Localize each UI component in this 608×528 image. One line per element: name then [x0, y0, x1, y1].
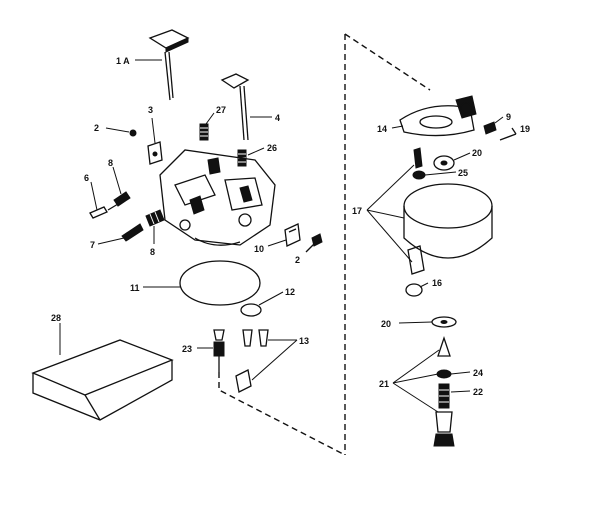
label-23: 23	[182, 344, 192, 354]
leader-5	[90, 181, 98, 211]
alignment-dash-lower	[218, 372, 346, 456]
leader-17b	[366, 209, 405, 219]
label-7: 7	[90, 240, 95, 250]
label-26: 26	[267, 143, 277, 153]
label-8-upper: 8	[108, 158, 113, 168]
leader-21a	[392, 349, 440, 384]
part-16-lower	[405, 283, 423, 297]
part-2-screw-right	[305, 233, 323, 253]
label-12: 12	[285, 287, 295, 297]
leader-25	[424, 171, 457, 176]
label-24: 24	[473, 368, 483, 378]
label-1a: 1 A	[116, 56, 130, 66]
part-16-clip-upper	[413, 147, 423, 169]
part-7-screw	[121, 223, 144, 242]
part-4-throttle-shaft	[220, 73, 250, 141]
label-9: 9	[506, 112, 511, 122]
label-14: 14	[377, 124, 387, 134]
label-8-lower: 8	[150, 247, 155, 257]
label-3: 3	[148, 105, 153, 115]
leader-17c	[366, 209, 413, 263]
leader-8a	[112, 166, 122, 195]
label-11: 11	[130, 283, 140, 293]
part-6-spring	[145, 209, 165, 227]
leader-3	[151, 117, 156, 144]
label-13: 13	[299, 336, 309, 346]
part-13-parts	[235, 329, 269, 393]
part-12-washer	[240, 303, 262, 317]
part-3-lever	[147, 141, 163, 165]
label-10: 10	[254, 244, 264, 254]
label-16: 16	[432, 278, 442, 288]
label-17: 17	[352, 206, 362, 216]
leader-22	[450, 390, 471, 393]
part-21-bowl-nut	[433, 335, 455, 447]
label-25: 25	[458, 168, 468, 178]
leader-20b	[398, 321, 433, 324]
leader-16	[419, 282, 429, 288]
leader-12	[258, 291, 284, 306]
label-27: 27	[216, 105, 226, 115]
label-28: 28	[51, 313, 61, 323]
label-2-left: 2	[94, 123, 99, 133]
part-10-bracket	[284, 223, 301, 247]
label-19: 19	[520, 124, 530, 134]
label-2-right: 2	[295, 255, 300, 265]
leader-7	[97, 237, 125, 245]
part-5-needle	[89, 206, 108, 219]
label-20-upper: 20	[472, 148, 482, 158]
part-20-washer-lower	[431, 316, 457, 328]
leader-13b	[251, 339, 298, 381]
leader-20a	[453, 152, 471, 161]
leader-26	[247, 147, 265, 156]
part-9-screw	[483, 121, 497, 135]
part-2-screw-left	[129, 129, 137, 137]
leader-24	[450, 371, 471, 375]
alignment-dash-diagonal	[344, 33, 431, 91]
part-23-jet	[213, 329, 225, 372]
leader-21b	[392, 373, 439, 384]
part-28-kit	[31, 339, 174, 421]
label-21: 21	[379, 379, 389, 389]
leader-2a	[105, 127, 130, 133]
label-4: 4	[275, 113, 280, 123]
part-25-seat	[412, 170, 426, 180]
label-6: 6	[84, 173, 89, 183]
label-22: 22	[473, 387, 483, 397]
part-17-float-bowl	[403, 183, 493, 275]
part-11-gasket	[179, 260, 261, 306]
carburetor-body	[159, 149, 276, 246]
part-14-float-top	[399, 95, 477, 137]
leader-17a	[366, 164, 415, 211]
leader-10	[267, 239, 287, 247]
leader-9	[494, 116, 504, 124]
part-1a-choke-shaft	[148, 29, 190, 101]
part-20-washer-upper	[433, 155, 455, 171]
leader-14	[391, 125, 404, 129]
part-19-pin	[499, 127, 517, 141]
leader-21c	[392, 382, 439, 413]
part-27-spring	[199, 123, 209, 141]
leader-27	[205, 112, 215, 125]
part-8-needle-upper	[107, 191, 131, 211]
label-20-lower: 20	[381, 319, 391, 329]
